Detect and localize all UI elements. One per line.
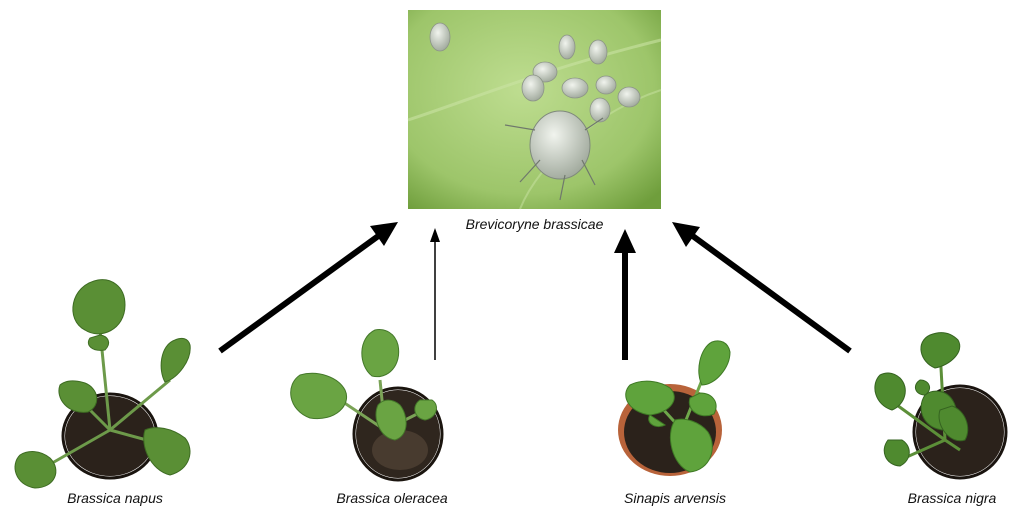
arrow-brassica-oleracea [430,228,440,360]
arrow-brassica-nigra [672,222,850,351]
plant-label-brassica-napus: Brassica napus [40,490,190,506]
plant-label-brassica-nigra: Brassica nigra [892,490,1012,506]
plant-photo-brassica-nigra [875,333,1006,478]
aphid-label: Brevicoryne brassicae [408,216,661,232]
aphid-photo [408,10,661,209]
plant-photo-brassica-napus [15,280,190,488]
plant-label-brassica-oleracea: Brassica oleracea [312,490,472,506]
arrow-sinapis-arvensis [614,229,636,360]
plant-label-sinapis-arvensis: Sinapis arvensis [600,490,750,506]
plant-photo-sinapis-arvensis [618,341,730,476]
plant-photo-brassica-oleracea [291,330,442,480]
